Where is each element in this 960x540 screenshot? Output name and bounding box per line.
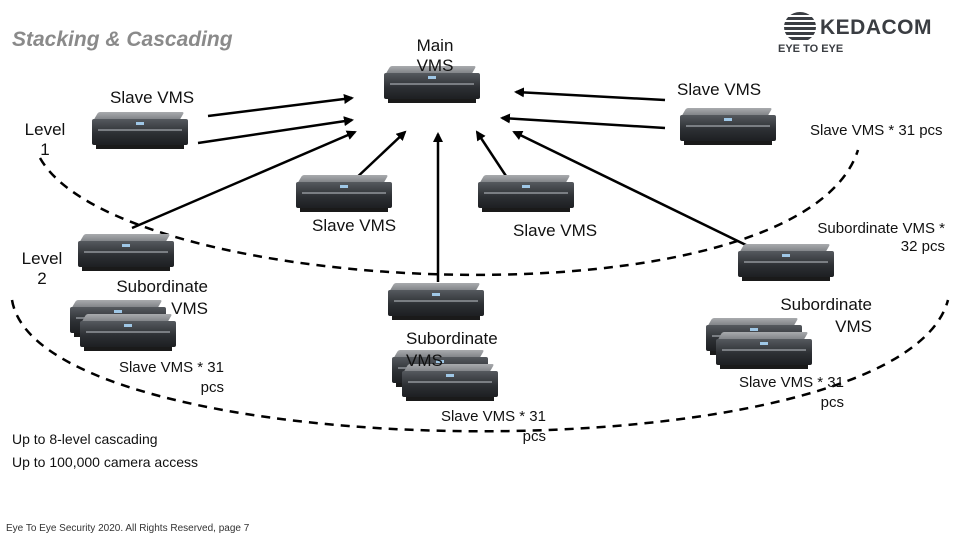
note-cascading: Up to 8-level cascading xyxy=(12,431,158,447)
server-level2-right-stack-2 xyxy=(708,332,818,372)
label-subordinate-32: Subordinate VMS * 32 pcs xyxy=(817,220,945,255)
label-slave31-center: Slave VMS * 31 pcs xyxy=(440,408,546,445)
notes: Up to 8-level cascading Up to 100,000 ca… xyxy=(12,428,198,474)
server-level2-center-stack-2 xyxy=(394,364,504,404)
server-main xyxy=(376,66,486,106)
label-slave-vms-center-left: Slave VMS xyxy=(312,216,397,235)
level1-boundary xyxy=(38,149,860,277)
label-main-vms: Main VMS xyxy=(416,36,454,75)
label-subordinate-left: Subordinate VMS xyxy=(116,277,208,318)
footer: Eye To Eye Security 2020. All Rights Res… xyxy=(6,523,250,534)
label-slave31-left: Slave VMS * 31 pcs xyxy=(118,359,224,396)
kedacom-globe-icon xyxy=(784,12,816,42)
logo-brand: KEDACOM xyxy=(820,16,932,39)
arrow-center-left xyxy=(351,130,407,183)
kedacom-logo: KEDACOM EYE TO EYE xyxy=(778,10,953,65)
label-slave31-right: Slave VMS * 31 pcs xyxy=(738,374,844,411)
server-level1-center-right xyxy=(470,175,580,215)
label-slave-vms-left: Slave VMS xyxy=(110,88,195,107)
logo-sub: EYE TO EYE xyxy=(778,43,844,55)
arrow-slave-right xyxy=(514,87,666,102)
label-level1: Level 1 xyxy=(24,120,66,159)
level2-boundary xyxy=(10,299,950,433)
arrow-level1-left xyxy=(197,116,354,145)
label-level2: Level 2 xyxy=(21,249,63,288)
label-slave-vms-right: Slave VMS xyxy=(677,80,762,99)
server-level1-right xyxy=(672,108,782,148)
server-level2-left-stack-2 xyxy=(72,314,182,354)
server-level2-left xyxy=(70,234,180,274)
arrow-level2-left xyxy=(131,130,357,230)
arrow-slave-left xyxy=(207,94,354,118)
server-level1-center-left xyxy=(288,175,398,215)
slide-title: Stacking & Cascading xyxy=(12,28,233,51)
label-slave-vms-31-right: Slave VMS * 31 pcs xyxy=(810,122,943,139)
label-subordinate-center: Subordinate VMS xyxy=(406,329,498,370)
arrow-center-right xyxy=(475,130,512,183)
arrow-slave31-right xyxy=(500,113,666,130)
server-level2-center xyxy=(380,283,490,323)
label-subordinate-right: Subordinate VMS xyxy=(780,295,872,336)
note-camera-access: Up to 100,000 camera access xyxy=(12,454,198,470)
server-level1-left xyxy=(84,112,194,152)
label-slave-vms-center-right: Slave VMS xyxy=(513,221,598,240)
arrow-subordinate-right xyxy=(512,130,749,248)
server-level2-right xyxy=(730,244,840,284)
